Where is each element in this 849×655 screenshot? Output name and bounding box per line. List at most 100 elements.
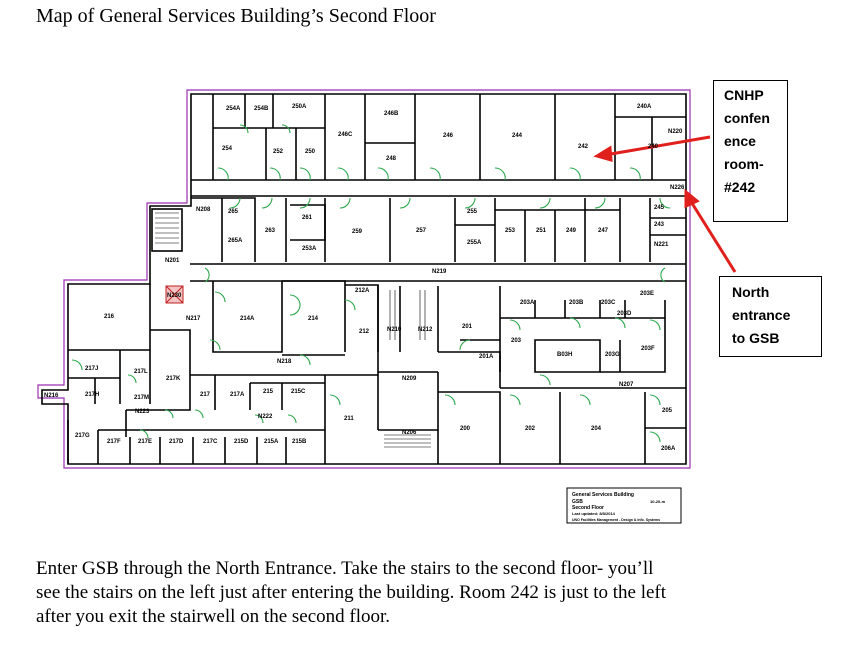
room-label: N218 <box>277 359 292 365</box>
door-swings <box>71 124 671 443</box>
room-label: 217G <box>75 433 90 439</box>
room-label: N216 <box>44 393 59 399</box>
room-label: 214A <box>240 316 255 322</box>
elevator-symbol <box>165 285 184 304</box>
legend-floor: Second Floor <box>572 505 604 511</box>
room-label: 200 <box>460 426 471 432</box>
room-label: 240A <box>637 104 652 110</box>
room-label: 265A <box>228 238 243 244</box>
legend-name: General Services Building <box>572 492 634 498</box>
room-label: 205 <box>662 408 673 414</box>
callout-line: ence <box>724 133 756 149</box>
room-label: 202 <box>525 426 536 432</box>
room-label: N209 <box>402 376 417 382</box>
room-label: 201 <box>462 324 473 330</box>
room-label: N212 <box>418 327 433 333</box>
callout-line: #242 <box>724 179 756 195</box>
room-label: 255 <box>467 209 478 215</box>
room-label: 259 <box>352 229 363 235</box>
room-label: 242 <box>578 144 589 150</box>
room-label: 203A <box>520 300 535 306</box>
room-label: 255A <box>467 240 482 246</box>
north-entrance-callout: North entrance to GSB <box>719 276 822 357</box>
room-label: 203C <box>601 300 616 306</box>
room-label: 250 <box>305 149 316 155</box>
room-label: 253A <box>302 246 317 252</box>
room-label: B03H <box>557 352 572 358</box>
room-label: 263 <box>265 228 276 234</box>
room-label: 215A <box>264 439 279 445</box>
room-label: 212A <box>355 288 370 294</box>
room-label: 217A <box>230 392 245 398</box>
room-label: 251 <box>536 228 547 234</box>
room-label: 246 <box>443 133 454 139</box>
cnhp-room-callout: CNHP confen ence room- #242 <box>713 80 788 222</box>
room-label: 215B <box>292 439 307 445</box>
annotation-arrows <box>593 135 737 273</box>
room-label: 217F <box>107 439 121 445</box>
room-label: 217C <box>203 439 218 445</box>
room-label: 217D <box>169 439 184 445</box>
page-title: Map of General Services Building’s Secon… <box>36 5 436 27</box>
room-label: N201 <box>165 258 180 264</box>
room-label: N210 <box>387 327 402 333</box>
room-label: 217M <box>134 395 149 401</box>
room-label: N230 <box>167 293 182 299</box>
room-label: N221 <box>654 242 669 248</box>
room-label: 257 <box>416 228 427 234</box>
room-label: 217K <box>166 376 181 382</box>
room-label: 246B <box>384 111 399 117</box>
callout-line: to GSB <box>732 330 780 346</box>
room-label: 203D <box>617 311 632 317</box>
room-label: 204 <box>591 426 602 432</box>
room-label: 249 <box>566 228 577 234</box>
room-label: 212 <box>359 329 370 335</box>
room-label: N206 <box>402 430 417 436</box>
room-label: N208 <box>196 207 211 213</box>
room-label: N217 <box>186 316 201 322</box>
directions-line: Enter GSB through the North Entrance. Ta… <box>36 558 654 579</box>
callout-line: confen <box>724 110 770 126</box>
room-label: 252 <box>273 149 284 155</box>
room-label: 217H <box>85 392 99 398</box>
room-label: 214 <box>308 316 319 322</box>
callout-line: CNHP <box>724 87 764 103</box>
room-label: 265 <box>228 209 239 215</box>
room-label: 248 <box>386 156 397 162</box>
callout-line: entrance <box>732 307 791 323</box>
room-label: 211 <box>344 416 354 422</box>
room-label: N222 <box>258 414 273 420</box>
room-label: 247 <box>598 228 609 234</box>
room-label: 215 <box>263 389 274 395</box>
room-label: N223 <box>135 409 150 415</box>
room-label: N219 <box>432 269 447 275</box>
room-label: 217E <box>138 439 152 445</box>
directions-paragraph: Enter GSB through the North Entrance. Ta… <box>36 557 826 629</box>
room-label: 245 <box>654 205 665 211</box>
callout-line: North <box>732 284 770 300</box>
room-label: 206A <box>661 446 676 452</box>
room-label: 215D <box>234 439 249 445</box>
room-label: 217J <box>85 366 98 372</box>
room-label: 203F <box>641 346 655 352</box>
room-label: 253 <box>505 228 516 234</box>
building-outline <box>37 89 691 469</box>
room-label: N220 <box>668 129 683 135</box>
legend-scale: 10-20-m <box>650 499 666 504</box>
room-label: N226 <box>670 185 685 191</box>
room-label: 243 <box>654 222 665 228</box>
room-label: 216 <box>104 314 115 320</box>
room-label: 261 <box>302 215 313 221</box>
callout-line: room- <box>724 156 764 172</box>
room-label: 201A <box>479 354 494 360</box>
room-label: 203 <box>511 338 522 344</box>
room-label: 250A <box>292 104 307 110</box>
legend-box: General Services Building GSB Second Flo… <box>566 487 682 524</box>
room-label: 203B <box>569 300 584 306</box>
legend-l1: GSB <box>572 499 583 505</box>
room-label: 254A <box>226 106 241 112</box>
room-label: 254B <box>254 106 269 112</box>
building-walls <box>41 93 687 465</box>
